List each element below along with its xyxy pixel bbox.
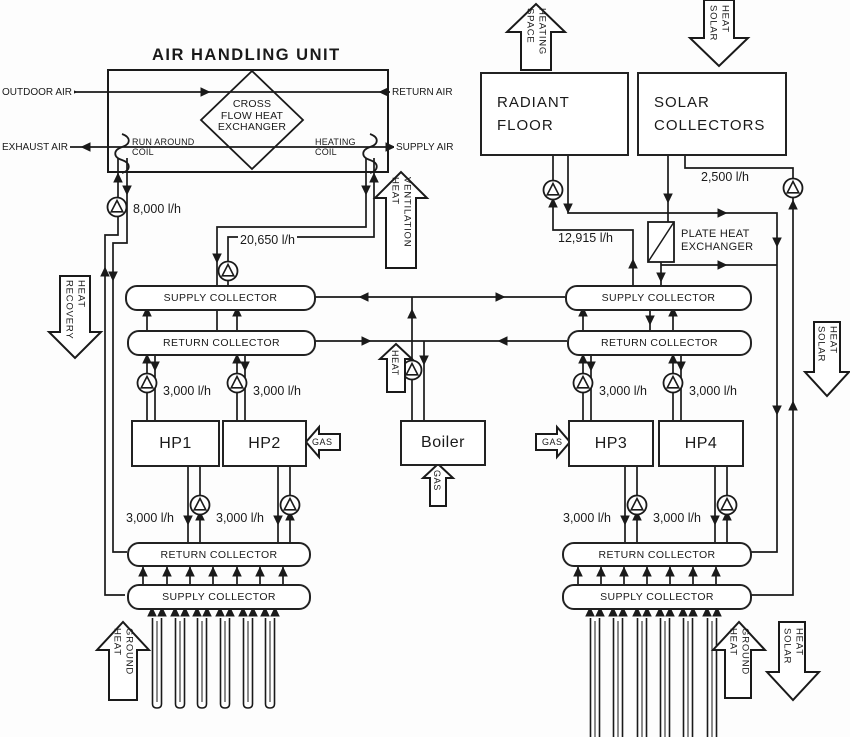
ground-boreholes: [151, 617, 718, 737]
pump-hp1-bottom: [189, 494, 211, 516]
supply-collector-upper-left: SUPPLY COLLECTOR: [125, 285, 316, 311]
pump-radiant: [542, 179, 564, 201]
flow-hp3-top: 3,000 l/h: [597, 384, 649, 399]
hp3-box: HP3: [568, 420, 654, 467]
boiler-gas-arrow: [420, 462, 456, 507]
pump-hp1-top: [136, 372, 158, 394]
supply-collector-upper-right: SUPPLY COLLECTOR: [565, 285, 752, 311]
pump-solar: [782, 177, 804, 199]
boiler-box: Boiler: [400, 420, 486, 466]
outdoor-air-label: OUTDOOR AIR: [0, 86, 75, 99]
hp2-gas-arrow: [304, 424, 341, 460]
pump-hp2-bottom: [279, 494, 301, 516]
ahu-title: AIR HANDLING UNIT: [152, 46, 341, 64]
hp3-gas-text: GAS: [542, 437, 563, 447]
ground-heat-left-arrow: [94, 620, 152, 701]
supply-collector-lower-left: SUPPLY COLLECTOR: [127, 584, 311, 610]
flow-hp4-bottom: 3,000 l/h: [651, 511, 703, 526]
flow-hp1-top: 3,000 l/h: [161, 384, 213, 399]
hp4-box: HP4: [658, 420, 744, 467]
flow-hp2-top: 3,000 l/h: [251, 384, 303, 399]
flow-hp1-bottom: 3,000 l/h: [124, 511, 176, 526]
hp2-box: HP2: [222, 420, 307, 467]
heating-coil-icon: [362, 133, 378, 174]
pump-hp2-top: [226, 372, 248, 394]
exhaust-air-label: EXHAUST AIR: [0, 141, 70, 154]
return-collector-upper-right: RETURN COLLECTOR: [567, 330, 752, 356]
pump-hp3-top: [572, 372, 594, 394]
return-air-label: RETURN AIR: [390, 86, 455, 99]
plate-heat-exchanger-symbol: [647, 221, 675, 263]
hp3-gas-arrow: [535, 424, 572, 460]
run-around-coil-icon: [114, 133, 130, 174]
supply-air-label: SUPPLY AIR: [394, 141, 456, 154]
space-heating-arrow: [504, 2, 568, 71]
flow-run-around: 8,000 l/h: [131, 202, 183, 217]
hp1-box: HP1: [131, 420, 220, 467]
flow-hp2-bottom: 3,000 l/h: [214, 511, 266, 526]
flow-hp3-bottom: 3,000 l/h: [561, 511, 613, 526]
flow-solar: 2,500 l/h: [699, 170, 751, 185]
flow-air-heating: 20,650 l/h: [238, 233, 297, 248]
pump-air-heating: [217, 260, 239, 282]
flow-radiant: 12,915 l/h: [556, 231, 615, 246]
solar-heat-top-arrow: [687, 0, 751, 68]
recovery-heat-arrow: [46, 275, 104, 360]
boiler-heat-text: HEAT: [390, 350, 400, 376]
pump-run-around: [106, 196, 128, 218]
return-collector-lower-left: RETURN COLLECTOR: [127, 542, 311, 567]
air-handling-unit-outline: [107, 69, 389, 174]
solar-heat-bottom-arrow: [764, 621, 822, 702]
boiler-gas-text: GAS: [432, 470, 442, 491]
ground-heat-right-arrow: [710, 620, 768, 699]
supply-collector-lower-right: SUPPLY COLLECTOR: [562, 584, 752, 610]
hp2-gas-text: GAS: [312, 437, 333, 447]
flow-hp4-top: 3,000 l/h: [687, 384, 739, 399]
energy-arrows: [46, 0, 850, 702]
pump-hp4-top: [662, 372, 684, 394]
return-collector-lower-right: RETURN COLLECTOR: [562, 542, 752, 567]
return-collector-upper-left: RETURN COLLECTOR: [127, 330, 316, 356]
solar-heat-right-arrow: [802, 321, 850, 398]
boiler-heat-arrow: [377, 342, 415, 393]
cross-flow-heat-exchanger-diamond: [199, 69, 305, 171]
ventilation-heat-arrow: [372, 170, 430, 269]
cross-flow-label: CROSS FLOW HEAT EXCHANGER: [217, 98, 287, 133]
pump-hp3-bottom: [626, 494, 648, 516]
pump-hp4-bottom: [716, 494, 738, 516]
